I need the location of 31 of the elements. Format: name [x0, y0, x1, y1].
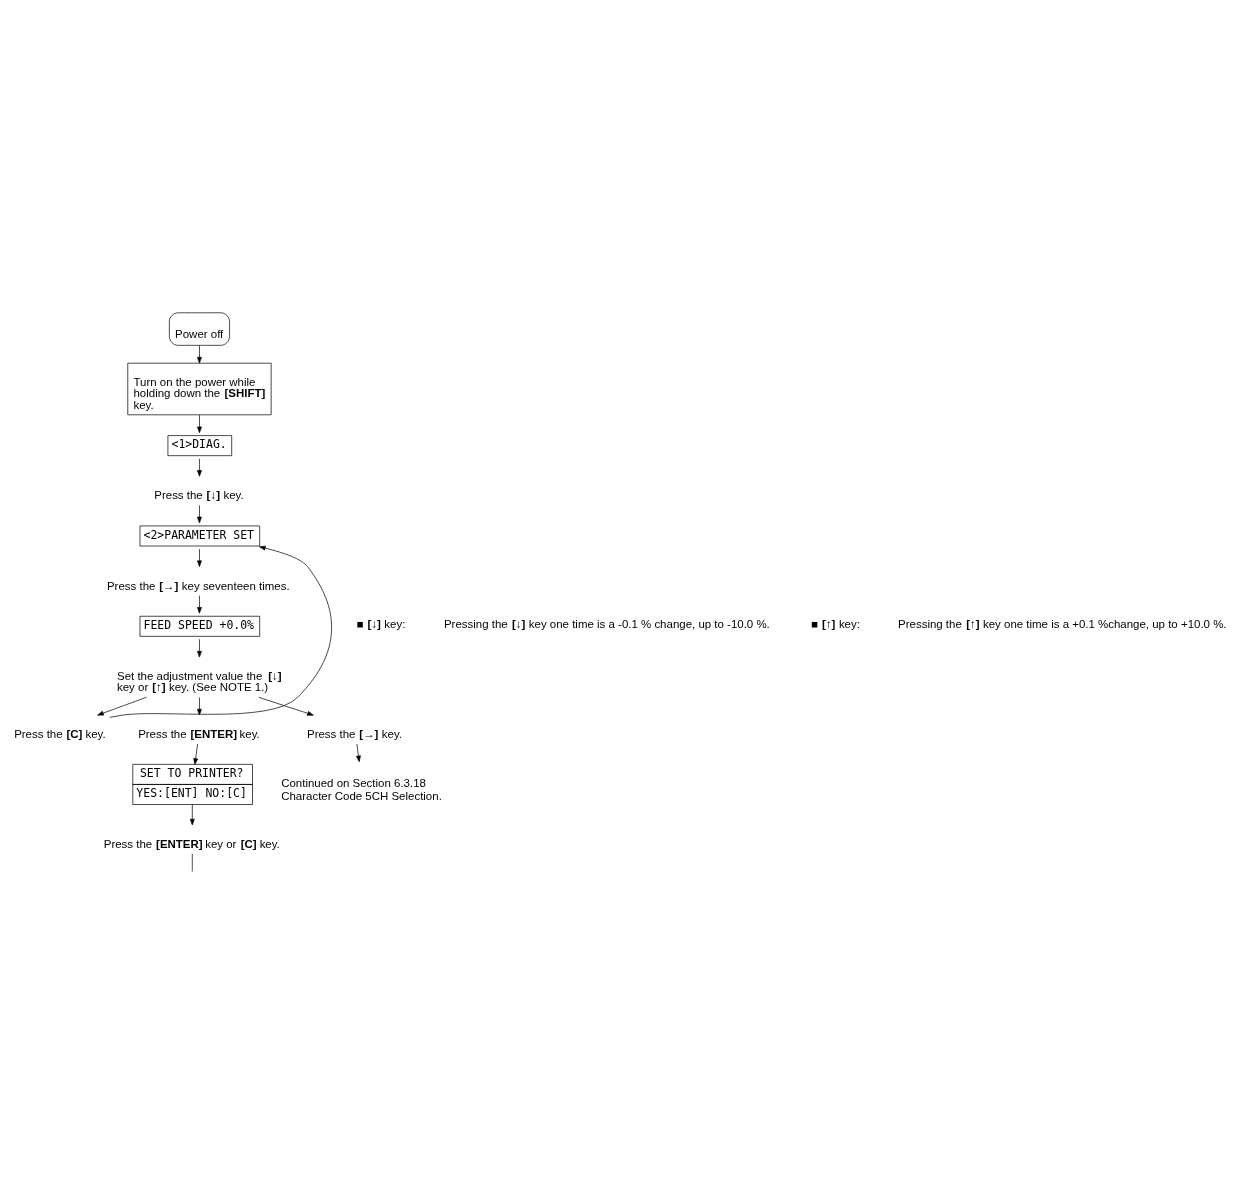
- node-text: Press the [C] key.: [14, 727, 106, 740]
- label: Pressing the [↑] key one time is a +0.1 %change, up to +10.0 %.: [898, 618, 1227, 631]
- arrow: [109, 545, 332, 718]
- arrow: [197, 548, 202, 567]
- node-box: Power off: [169, 312, 230, 346]
- node-text: Press the [→] key.: [306, 727, 403, 740]
- arrow: [197, 414, 202, 433]
- node-text: Press the [→] key seventeen times.: [106, 579, 290, 592]
- arrow: [97, 696, 147, 716]
- label: ■ [↑] key:: [811, 618, 860, 631]
- arrow: [197, 345, 202, 364]
- arrow: [258, 696, 314, 716]
- arrow: [197, 458, 202, 477]
- node-box: <2>PARAMETER SET: [139, 525, 261, 547]
- arrow: [193, 743, 198, 765]
- node-box: FEED SPEED +0.0%: [139, 615, 261, 637]
- arrow: [356, 743, 361, 763]
- node-text: Set the adjustment value the [↓] key or [↑] key. (See NOTE 1.): [117, 669, 282, 694]
- node-box: <1>DIAG.: [167, 435, 233, 457]
- node-box: Turn on the power while holding down the [SHIFT] key.: [127, 362, 272, 416]
- arrow: [197, 505, 202, 524]
- arrow: [189, 804, 195, 826]
- arrow: [197, 595, 202, 614]
- label: Pressing the [↓] key one time is a -0.1 % change, up to -10.0 %.: [443, 618, 770, 631]
- node-text: Press the [↓] key.: [154, 489, 244, 502]
- label: ■ [↓] key:: [356, 618, 406, 631]
- node-text: Press the [ENTER] key or [C] key.: [103, 837, 280, 850]
- node-text: Continued on Section 6.3.18 Character Code 5CH Selection.: [281, 776, 442, 802]
- node-text: Press the [ENTER] key.: [138, 727, 260, 740]
- arrow: [197, 697, 202, 716]
- arrow: [197, 638, 202, 658]
